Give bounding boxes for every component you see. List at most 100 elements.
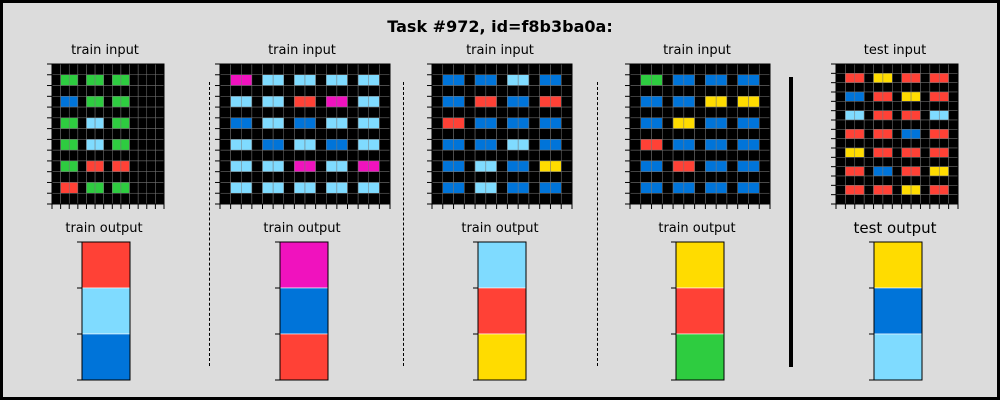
grid-cell [705, 96, 717, 108]
grid-cell [938, 157, 949, 167]
grid-cell [294, 63, 306, 76]
grid-cell [892, 101, 902, 111]
grid-cell [485, 106, 497, 119]
grid-cell [863, 63, 874, 74]
grid-cell [672, 171, 685, 183]
grid-cell [901, 119, 912, 130]
grid-cell [241, 139, 253, 151]
grid-cell [304, 96, 316, 108]
grid-cell [672, 182, 685, 194]
grid-cell [137, 139, 148, 151]
grid-cell [60, 160, 70, 172]
grid-cell [854, 73, 865, 83]
grid-cell [726, 171, 738, 183]
grid-cell [283, 85, 295, 97]
grid-cell [230, 63, 242, 76]
grid-cell [892, 82, 902, 93]
test-input-label: test input [863, 43, 927, 58]
grid-cell [854, 129, 865, 139]
grid-cell [315, 160, 327, 172]
grid-cell [230, 171, 242, 183]
grid-cell [938, 110, 949, 121]
grid-cell [315, 128, 327, 140]
grid-cell [920, 82, 931, 93]
grid-cell [758, 117, 771, 129]
grid-cell [477, 287, 527, 335]
grid-cell [129, 85, 139, 97]
grid-cell [464, 139, 476, 151]
grid-cell [675, 333, 725, 381]
grid-cell [550, 160, 562, 172]
grid-cell [758, 160, 771, 172]
grid-cell [892, 175, 902, 186]
grid-cell [219, 63, 231, 76]
grid-cell [550, 182, 562, 194]
grid-cell [882, 101, 893, 111]
grid-cell [662, 192, 674, 205]
grid-cell [539, 139, 551, 151]
grid-cell [835, 129, 846, 139]
grid-cell [112, 117, 122, 129]
grid-cell [103, 117, 113, 129]
grid-cell [528, 171, 540, 183]
grid-cell [155, 106, 165, 119]
grid-cell [474, 63, 487, 76]
grid-cell [892, 185, 902, 195]
grid-cell [283, 182, 295, 194]
grid-cell [485, 128, 497, 140]
grid-cell [155, 85, 165, 97]
pair-1-input-label: train input [71, 43, 139, 58]
grid-cell [112, 149, 122, 162]
grid-cell [882, 63, 893, 74]
grid-cell [294, 128, 306, 140]
grid-cell [283, 96, 295, 108]
grid-cell [262, 171, 274, 183]
grid-cell [629, 128, 642, 140]
grid-cell [357, 149, 369, 162]
grid-cell [629, 149, 642, 162]
grid-cell [304, 106, 316, 119]
grid-cell [528, 182, 540, 194]
grid-cell [129, 106, 139, 119]
grid-cell [442, 74, 454, 86]
grid-cell [539, 96, 551, 108]
grid-cell [464, 63, 476, 76]
grid-cell [901, 110, 912, 121]
grid-cell [854, 185, 865, 195]
grid-border [675, 241, 725, 381]
grid-cell [94, 117, 104, 129]
grid-cell [103, 160, 113, 172]
grid-cell [726, 149, 738, 162]
grid-cell [882, 119, 893, 130]
grid-cell [262, 117, 274, 129]
grid-cell [920, 166, 931, 177]
grid-cell [675, 241, 725, 289]
grid-cell [81, 241, 131, 289]
grid-cell [103, 63, 113, 76]
grid-cell [629, 117, 642, 129]
grid-cell [251, 149, 263, 162]
grid-cell [474, 96, 487, 108]
grid-cell [368, 117, 380, 129]
grid-cell [336, 171, 348, 183]
grid-cell [347, 74, 359, 86]
grid-cell [882, 185, 893, 195]
grid-cell [86, 63, 96, 76]
pair-4-input-grid [625, 63, 771, 209]
grid-cell [835, 91, 846, 102]
grid-cell [357, 160, 369, 172]
grid-cell [683, 74, 695, 86]
grid-cell [155, 128, 165, 140]
grid-cell [272, 139, 284, 151]
grid-cell [694, 171, 706, 183]
grid-cell [873, 82, 884, 93]
grid-cell [103, 182, 113, 194]
grid-cell [920, 73, 931, 83]
grid-cell [683, 171, 695, 183]
grid-cell [854, 175, 865, 186]
grid-cell [485, 74, 497, 86]
grid-cell [379, 96, 391, 108]
grid-cell [336, 149, 348, 162]
grid-cell [539, 160, 551, 172]
grid-cell [705, 182, 717, 194]
